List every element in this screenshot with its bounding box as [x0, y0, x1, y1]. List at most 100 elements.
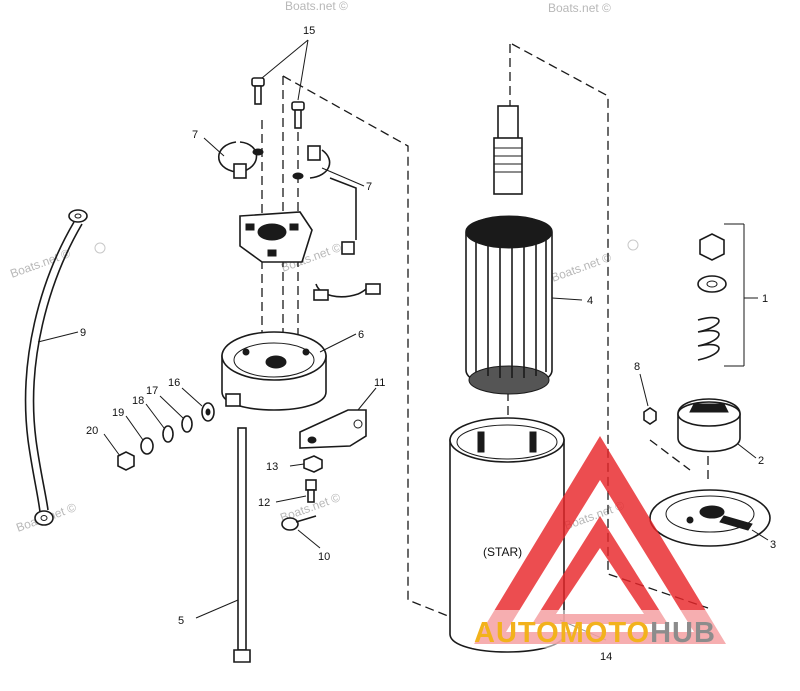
brushes — [218, 141, 357, 255]
frame-magnet-edge — [477, 431, 485, 453]
logo-auto: AUTO — [474, 617, 560, 649]
brush-lead — [329, 177, 357, 240]
brush-holder-slot — [245, 223, 255, 231]
leader-line — [37, 331, 79, 343]
pinion-gear — [677, 398, 741, 453]
callout-17: 17 — [146, 385, 158, 397]
cable-line — [24, 221, 75, 513]
bolt-shank — [237, 427, 247, 651]
drive-centerline — [649, 439, 691, 471]
callout-5: 5 — [178, 615, 184, 627]
leader-line — [145, 403, 165, 429]
watermark-text: Boats.net © — [285, 0, 348, 13]
drive-screw — [643, 407, 657, 425]
logo-moto: MOTO — [560, 617, 650, 649]
commutator — [468, 365, 550, 395]
screw-head — [251, 77, 265, 87]
end-plate-hole — [686, 516, 694, 524]
drive-spring-set — [697, 223, 745, 367]
screw-shank — [254, 85, 262, 105]
washer — [181, 415, 193, 433]
bracket-hole — [353, 419, 363, 429]
leader-line — [195, 599, 239, 619]
leader-line — [297, 529, 321, 549]
callout-8: 8 — [634, 361, 640, 373]
leader-line — [159, 395, 184, 419]
cable-terminal — [34, 510, 54, 526]
screw-head — [291, 101, 305, 111]
watermark-text: Boats.net © — [549, 250, 613, 285]
leader-line — [639, 373, 649, 407]
leader-line — [181, 387, 203, 407]
end-head-hole — [302, 348, 310, 356]
leader-line — [551, 297, 583, 301]
callout-10: 10 — [318, 551, 330, 563]
cable-line — [32, 223, 83, 511]
mounting-bracket — [281, 409, 367, 531]
terminal-hardware — [117, 402, 215, 471]
lead-terminal — [313, 289, 329, 301]
bolt-head — [305, 479, 317, 491]
pinion-teeth — [689, 403, 729, 413]
drive-collar — [697, 275, 727, 293]
callout-12: 12 — [258, 497, 270, 509]
bolt-shank — [295, 515, 317, 523]
leader-line — [751, 529, 769, 541]
frame-inner — [456, 424, 558, 460]
logo-triangle-inner — [532, 516, 668, 624]
leader-line — [321, 167, 365, 187]
callout-15: 15 — [303, 25, 315, 37]
nut — [140, 437, 154, 455]
logo-backdrop — [472, 610, 792, 648]
watermark-mark — [627, 239, 639, 251]
callout-6: 6 — [358, 329, 364, 341]
bracket-hole — [307, 436, 317, 444]
leader-line — [125, 415, 144, 441]
logo-hub: HUB — [650, 617, 716, 649]
bolt-head — [281, 517, 299, 531]
motor-frame: (STAR) — [449, 417, 565, 653]
terminal-lead — [313, 283, 381, 301]
brush — [307, 145, 321, 161]
leader-line — [275, 495, 307, 503]
end-head — [221, 331, 327, 411]
screw-shank — [294, 109, 302, 129]
leader-line — [737, 443, 757, 459]
brush-holder-slot — [267, 249, 277, 257]
callout-16: 16 — [168, 377, 180, 389]
watermark-text: Boats.net © — [548, 1, 611, 15]
callout-labels: 15 7 7 9 6 16 17 18 19 20 11 13 12 10 5 … — [80, 25, 776, 663]
lead-terminal — [365, 283, 381, 295]
leader-line — [289, 463, 305, 467]
drive-collar-hole — [706, 280, 718, 288]
end-plate-bearing — [699, 505, 725, 519]
frame-magnet-edge — [529, 431, 537, 453]
cable-terminal-hole — [40, 515, 48, 521]
callout-14: 14 — [600, 651, 612, 663]
drive-nut — [699, 233, 725, 261]
armature-top — [465, 215, 553, 249]
armature — [465, 105, 553, 395]
through-bolt — [233, 427, 251, 663]
end-head-bearing — [265, 355, 287, 369]
end-plate-rib — [719, 515, 753, 531]
callout-7: 7 — [366, 181, 372, 193]
end-head-hole — [242, 348, 250, 356]
nut — [117, 451, 135, 471]
brush-spring — [218, 141, 237, 173]
armature-shaft — [497, 105, 519, 141]
brush-terminal — [341, 241, 355, 255]
callout-2: 2 — [758, 455, 764, 467]
callout-9: 9 — [80, 327, 86, 339]
callout-13: 13 — [266, 461, 278, 473]
site-logo: AUTOMOTOHUB — [472, 436, 792, 649]
bolt-head — [233, 649, 251, 663]
cable-terminal — [68, 209, 88, 223]
callout-20: 20 — [86, 425, 98, 437]
washer — [162, 425, 174, 443]
drive-spring — [697, 316, 720, 361]
frame-label: (STAR) — [483, 545, 522, 559]
battery-cable — [24, 209, 88, 526]
